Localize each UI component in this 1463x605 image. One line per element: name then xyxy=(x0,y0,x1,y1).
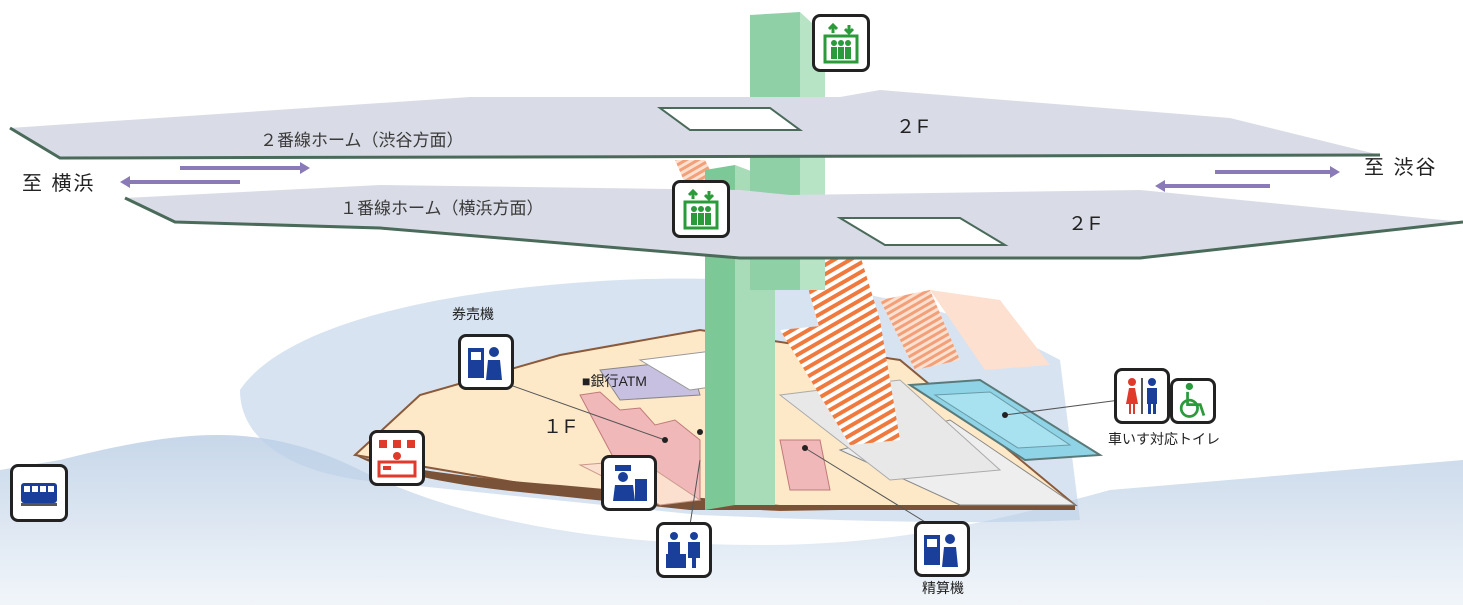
stairs xyxy=(675,160,1050,445)
ticket-machine-label: 券売機 xyxy=(452,306,494,322)
bank-atm-label: ■銀行ATM xyxy=(582,373,647,389)
elevator-icon[interactable] xyxy=(812,14,870,72)
leader-lines xyxy=(495,379,1121,526)
accessible-toilet-label: 車いす対応トイレ xyxy=(1108,431,1220,447)
ticket-gate-icon[interactable] xyxy=(656,522,712,578)
train-arrows-right xyxy=(1155,166,1340,192)
floor-label-1f: １F xyxy=(543,417,578,438)
toilet-icon[interactable] xyxy=(1114,368,1170,424)
platform-1-label: １番線ホーム（横浜方面） xyxy=(340,199,544,218)
fare-adjustment-label: 精算機 xyxy=(922,580,964,596)
info-counter-icon[interactable] xyxy=(369,430,425,486)
elevator-icon[interactable] xyxy=(672,180,730,238)
bus-icon[interactable] xyxy=(10,464,68,522)
station-staff-icon[interactable] xyxy=(601,455,657,511)
ticket-machine-icon[interactable] xyxy=(458,334,514,390)
fare-adjustment-icon[interactable] xyxy=(914,521,970,577)
floor-label-2f-upper: ２F xyxy=(896,117,931,138)
platform-1 xyxy=(124,185,1463,260)
train-arrows-left xyxy=(120,162,310,188)
platform-2-label: ２番線ホーム（渋谷方面） xyxy=(260,131,464,150)
direction-label-left: 至 横浜 xyxy=(22,173,96,195)
floor-label-2f-lower: ２F xyxy=(1068,214,1103,235)
leader-dots xyxy=(662,412,1008,451)
direction-label-right: 至 渋谷 xyxy=(1364,157,1438,179)
wheelchair-icon[interactable] xyxy=(1170,378,1216,424)
platform-2 xyxy=(9,90,1381,160)
